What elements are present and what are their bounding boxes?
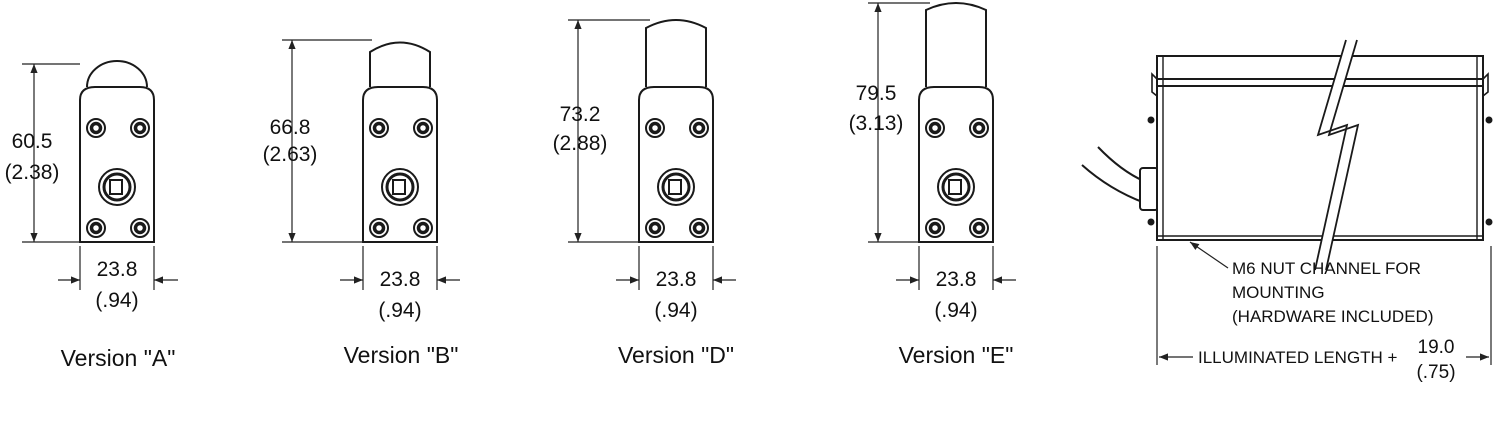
power-cable: [1081, 164, 1146, 204]
socket-icon: [657, 168, 695, 206]
version-a-width-mm: 23.8: [97, 258, 138, 281]
version-b-width-in: (.94): [378, 299, 421, 322]
version-e-width-in: (.94): [934, 299, 977, 322]
version-d-width-mm: 23.8: [656, 268, 697, 291]
callout-line-2: MOUNTING: [1232, 283, 1325, 302]
length-in: (.75): [1416, 362, 1455, 383]
callout-line-3: (HARDWARE INCLUDED): [1232, 307, 1434, 326]
screw-icon: [130, 118, 150, 138]
version-a-width-in: (.94): [95, 289, 138, 312]
version-d-dimensions: [568, 19, 736, 290]
version-d-height-in: (2.88): [553, 132, 608, 155]
screw-icon: [369, 218, 389, 238]
version-b-view: [362, 41, 438, 243]
screw-icon: [925, 118, 945, 138]
version-d-height-mm: 73.2: [560, 103, 601, 126]
version-a-label: Version "A": [61, 345, 176, 371]
version-e-height-mm: 79.5: [856, 82, 897, 105]
version-a-height-in: (2.38): [5, 161, 60, 184]
version-e-dimensions: [868, 2, 1016, 290]
socket-icon: [98, 168, 136, 206]
version-d-lens-cap: [645, 19, 707, 87]
version-a-lens-cap: [86, 60, 148, 88]
version-b-label: Version "B": [344, 342, 459, 368]
cable-strain-relief: [1139, 167, 1159, 211]
side-view: [1081, 55, 1493, 241]
length-break-icon: [1314, 39, 1360, 271]
version-d-width-in: (.94): [654, 299, 697, 322]
screw-icon: [689, 118, 709, 138]
length-mm: 19.0: [1418, 337, 1455, 358]
callout-leader: [1189, 241, 1229, 269]
socket-icon: [937, 168, 975, 206]
version-e-width-mm: 23.8: [936, 268, 977, 291]
version-a-dimensions: [22, 63, 178, 290]
screw-icon: [969, 118, 989, 138]
version-b-dimensions: [282, 39, 460, 290]
screw-icon: [645, 218, 665, 238]
version-a-view: [79, 60, 155, 243]
screw-icon: [969, 218, 989, 238]
version-b-lens-cap: [369, 41, 431, 87]
version-e-height-in: (3.13): [849, 112, 904, 135]
version-b-height-mm: 66.8: [270, 116, 311, 139]
screw-icon: [86, 218, 106, 238]
screw-icon: [86, 118, 106, 138]
callout-line-1: M6 NUT CHANNEL FOR: [1232, 259, 1421, 278]
screw-icon: [413, 118, 433, 138]
length-label: ILLUMINATED LENGTH +: [1198, 348, 1398, 367]
screw-icon: [689, 218, 709, 238]
version-b-height-in: (2.63): [263, 143, 318, 166]
screw-icon: [645, 118, 665, 138]
length-dimension: [1156, 246, 1492, 365]
version-b-width-mm: 23.8: [380, 268, 421, 291]
power-cable: [1097, 146, 1147, 183]
fixture-housing: [1156, 55, 1484, 241]
screw-icon: [925, 218, 945, 238]
version-d-label: Version "D": [618, 342, 734, 368]
screw-icon: [369, 118, 389, 138]
screw-icon: [413, 218, 433, 238]
version-e-lens-cap: [925, 2, 987, 87]
version-e-label: Version "E": [899, 342, 1014, 368]
version-e-view: [918, 2, 994, 243]
version-d-view: [638, 19, 714, 243]
socket-icon: [381, 168, 419, 206]
version-a-height-mm: 60.5: [12, 130, 53, 153]
screw-icon: [130, 218, 150, 238]
